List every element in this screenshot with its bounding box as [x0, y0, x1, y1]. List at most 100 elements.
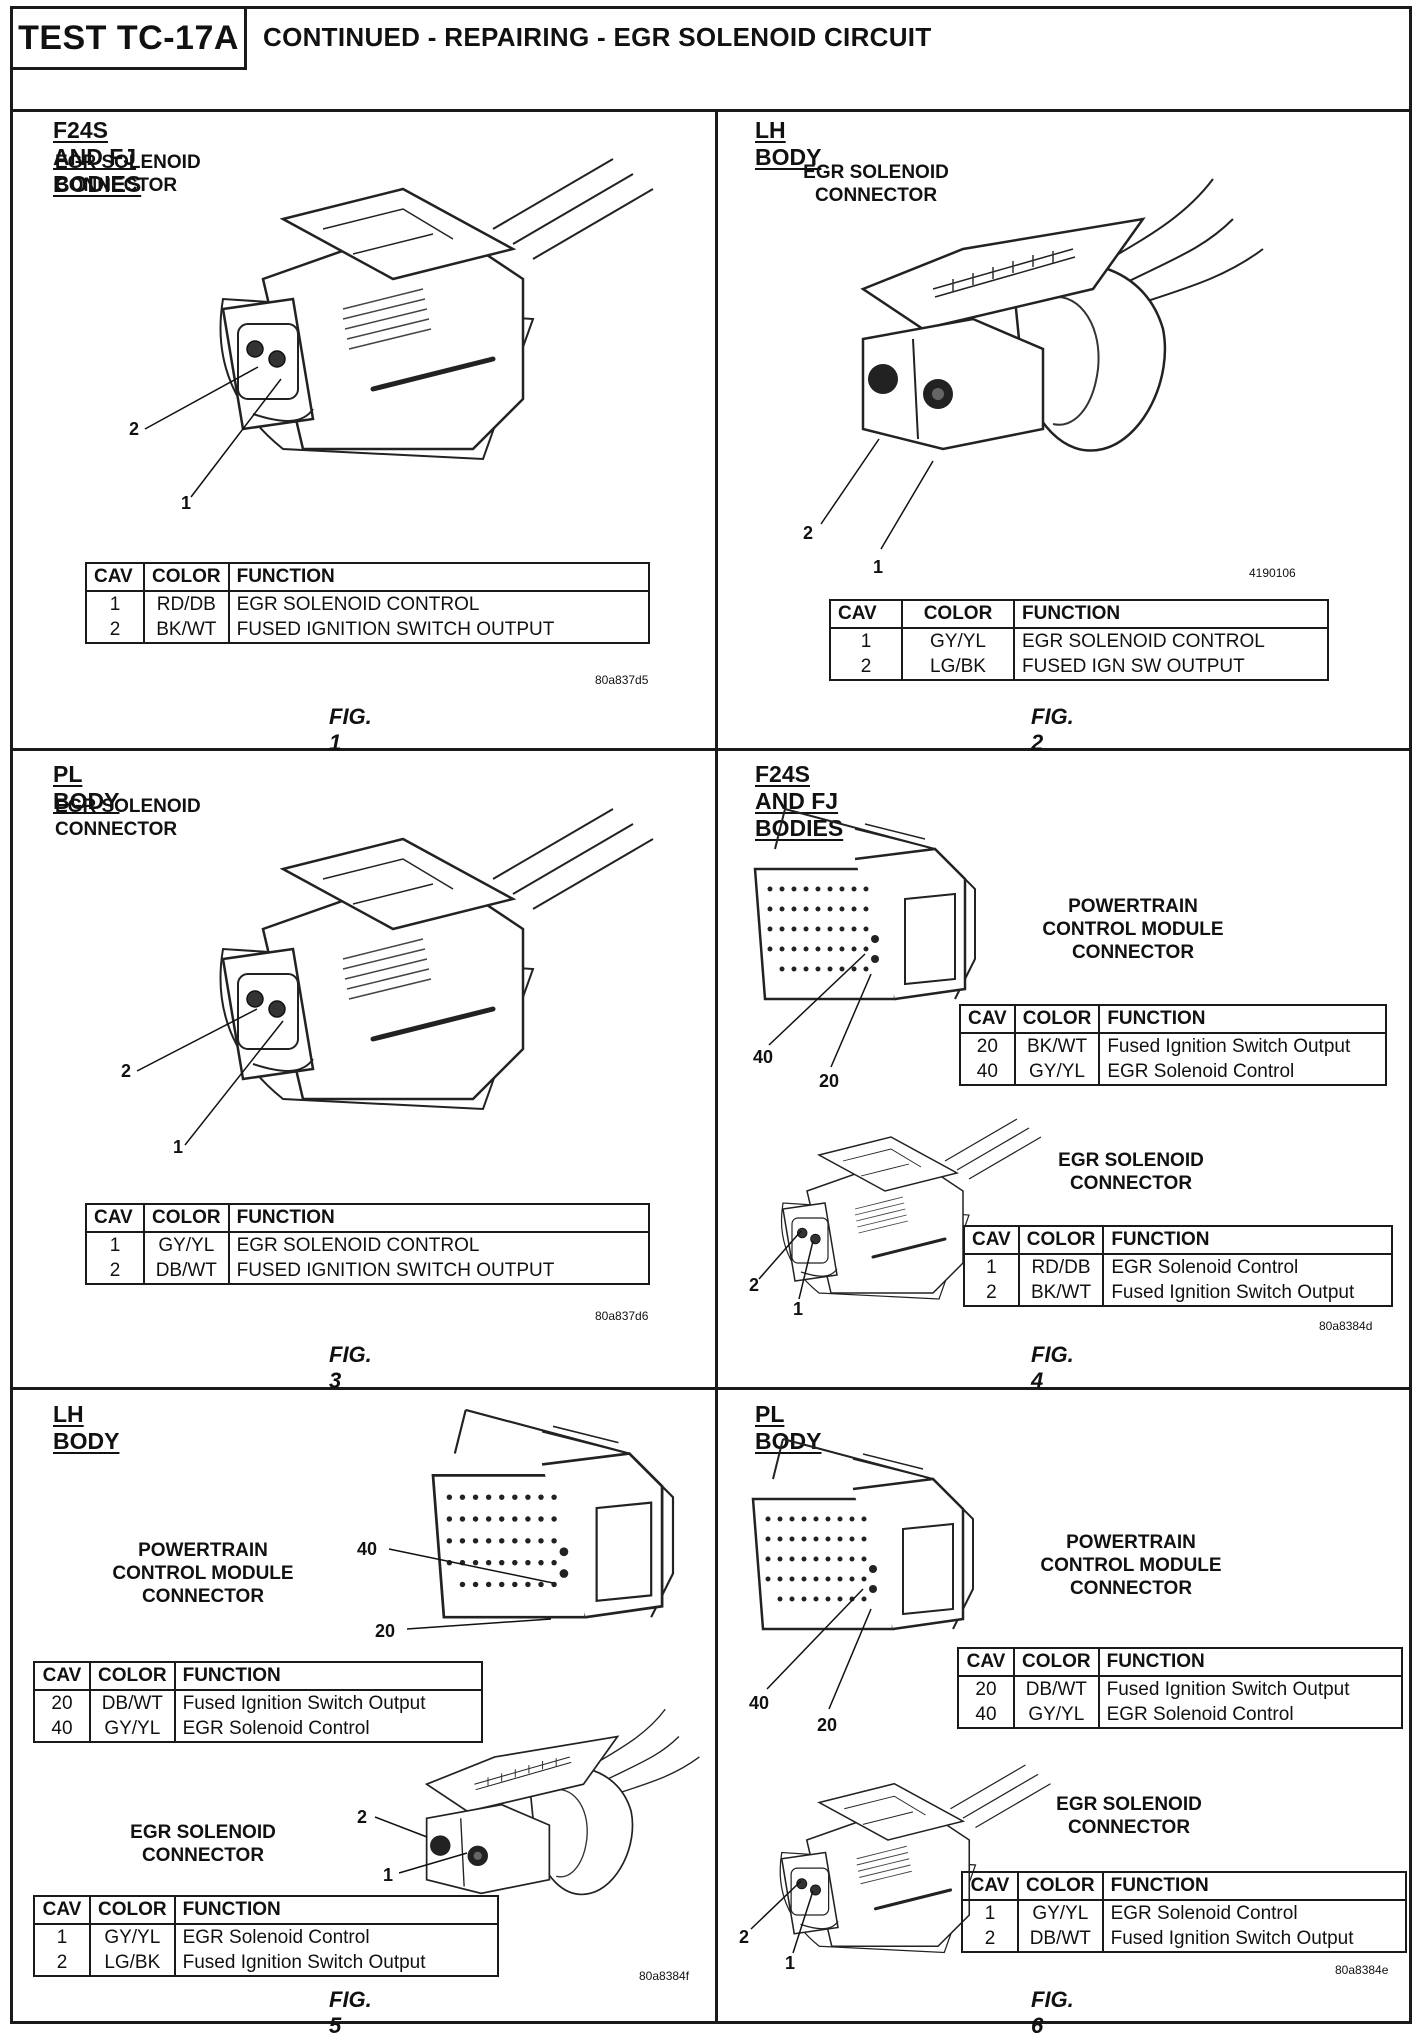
cell: 2	[85, 617, 145, 644]
cell: GY/YL	[89, 1924, 176, 1950]
col-header: COLOR	[1017, 1225, 1105, 1255]
cell: GY/YL	[901, 628, 1015, 654]
pin-label: 2	[749, 1275, 760, 1295]
cell: Fused Ignition Switch Output	[173, 1950, 500, 1977]
cell: 40	[33, 1716, 91, 1743]
cell: 2	[961, 1926, 1019, 1953]
cell: Fused Ignition Switch Output	[1101, 1926, 1408, 1953]
cell: BK/WT	[143, 617, 230, 644]
col-header: CAV	[33, 1895, 91, 1925]
col-header: CAV	[829, 599, 903, 629]
col-header: COLOR	[901, 599, 1015, 629]
pcm-cavity-table: CAV COLOR FUNCTION 20 DB/WT Fused Igniti…	[957, 1647, 1404, 1729]
table-row: 20 BK/WT Fused Ignition Switch Output	[959, 1033, 1387, 1059]
cell: DB/WT	[1017, 1926, 1104, 1953]
table-row: 1 GY/YL EGR Solenoid Control	[961, 1900, 1408, 1926]
table-row: 2 BK/WT Fused Ignition Switch Output	[963, 1280, 1393, 1307]
col-header: CAV	[33, 1661, 91, 1691]
pin-label: 20	[375, 1621, 396, 1641]
leader-lines	[13, 9, 713, 749]
pin-label: 2	[129, 419, 140, 439]
panel-heading: F24S AND FJ BODIES	[53, 117, 142, 197]
pcm-cavity-table: CAV COLOR FUNCTION 20 BK/WT Fused Igniti…	[959, 1004, 1387, 1086]
cell: 20	[33, 1690, 91, 1716]
cell: EGR Solenoid Control	[173, 1924, 500, 1950]
cell: 1	[33, 1924, 91, 1950]
cell: 1	[85, 1232, 145, 1258]
pcm-connector-label: POWERTRAIN CONTROL MODULE CONNECTOR	[112, 1540, 294, 1607]
pin-label: 20	[819, 1071, 840, 1091]
cell: EGR SOLENOID CONTROL	[227, 1232, 651, 1258]
cell: EGR Solenoid Control	[1098, 1059, 1387, 1086]
table-row: 1 GY/YL EGR SOLENOID CONTROL	[85, 1232, 651, 1258]
col-header: COLOR	[89, 1661, 176, 1691]
drawing-code: 80a837d5	[595, 673, 649, 687]
pin-label: 40	[749, 1693, 770, 1713]
table-row: 40 GY/YL EGR Solenoid Control	[33, 1716, 484, 1743]
pin-label: 1	[383, 1865, 394, 1885]
cell: EGR Solenoid Control	[1097, 1702, 1404, 1729]
col-header: FUNCTION	[1098, 1004, 1387, 1034]
connector-label: EGR SOLENOID CONNECTOR	[55, 796, 201, 840]
cell: EGR Solenoid Control	[1102, 1254, 1393, 1280]
cell: DB/WT	[143, 1258, 230, 1285]
pin-label: 2	[121, 1061, 132, 1081]
cell: DB/WT	[89, 1690, 176, 1716]
cell: Fused Ignition Switch Output	[173, 1690, 484, 1716]
table-row: 40 GY/YL EGR Solenoid Control	[957, 1702, 1404, 1729]
connector-label: EGR SOLENOID CONNECTOR	[55, 152, 201, 196]
row-divider	[13, 748, 1409, 751]
connector-label: EGR SOLENOID CONNECTOR	[1058, 1150, 1204, 1194]
cell: Fused Ignition Switch Output	[1097, 1676, 1404, 1702]
cell: LG/BK	[901, 654, 1015, 681]
cell: 1	[85, 591, 145, 617]
pin-label: 2	[803, 523, 814, 543]
col-header: CAV	[959, 1004, 1016, 1034]
row-divider	[13, 1387, 1409, 1390]
column-divider	[715, 109, 718, 2021]
cell: GY/YL	[1013, 1702, 1100, 1729]
connector-label: EGR SOLENOID CONNECTOR	[803, 162, 949, 206]
figure-caption: FIG. 6	[1031, 1987, 1074, 2038]
pcm-connector-label: POWERTRAIN CONTROL MODULE CONNECTOR	[1040, 1532, 1222, 1599]
part-number: 4190106	[1249, 566, 1296, 580]
cell: 1	[829, 628, 903, 654]
page-title: CONTINUED - REPAIRING - EGR SOLENOID CIR…	[263, 22, 932, 52]
connector-label: EGR SOLENOID CONNECTOR	[1056, 1794, 1202, 1838]
pcm-connector-label: POWERTRAIN CONTROL MODULE CONNECTOR	[1042, 896, 1224, 963]
drawing-code: 80a8384d	[1319, 1319, 1373, 1333]
cell: 2	[85, 1258, 145, 1285]
col-header: FUNCTION	[1013, 599, 1329, 629]
col-header: CAV	[85, 1203, 145, 1233]
pcm-cavity-table: CAV COLOR FUNCTION 20 DB/WT Fused Igniti…	[33, 1661, 484, 1743]
col-header: FUNCTION	[227, 1203, 651, 1233]
cavity-table: CAV COLOR FUNCTION 1 RD/DB EGR Solenoid …	[963, 1225, 1393, 1307]
leader-lines	[13, 9, 713, 2029]
test-id: TEST TC-17A	[13, 9, 247, 70]
panel-heading: LH BODY	[53, 1401, 120, 1454]
col-header: FUNCTION	[173, 1661, 484, 1691]
table-row: 1 RD/DB EGR SOLENOID CONTROL	[85, 591, 651, 617]
cell: 2	[829, 654, 903, 681]
col-header: CAV	[963, 1225, 1020, 1255]
drawing-code: 80a837d6	[595, 1309, 649, 1323]
col-header: FUNCTION	[1102, 1225, 1393, 1255]
figure-caption: FIG. 3	[329, 1342, 372, 1393]
table-row: 20 DB/WT Fused Ignition Switch Output	[957, 1676, 1404, 1702]
cell: EGR Solenoid Control	[1101, 1900, 1408, 1926]
cell: EGR SOLENOID CONTROL	[1013, 628, 1329, 654]
cell: Fused Ignition Switch Output	[1098, 1033, 1387, 1059]
figure-caption: FIG. 2	[1031, 704, 1074, 755]
cell: 1	[963, 1254, 1020, 1280]
leader-lines	[13, 9, 1413, 1389]
col-header: COLOR	[1017, 1871, 1104, 1901]
table-row: 2 LG/BK FUSED IGN SW OUTPUT	[829, 654, 1329, 681]
col-header: COLOR	[143, 1203, 230, 1233]
col-header: FUNCTION	[1097, 1647, 1404, 1677]
table-row: 2 DB/WT FUSED IGNITION SWITCH OUTPUT	[85, 1258, 651, 1285]
col-header: FUNCTION	[1101, 1871, 1408, 1901]
pin-label: 1	[181, 493, 192, 513]
col-header: COLOR	[89, 1895, 176, 1925]
cell: GY/YL	[1013, 1059, 1101, 1086]
cell: 40	[959, 1059, 1016, 1086]
